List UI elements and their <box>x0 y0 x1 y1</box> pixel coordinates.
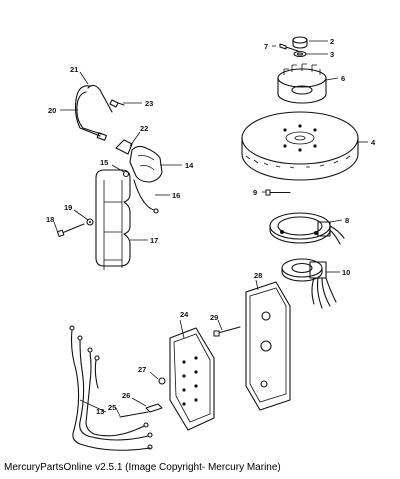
callout-7: 7 <box>264 42 268 51</box>
callout-28: 28 <box>254 271 262 280</box>
callout-23: 23 <box>145 99 153 108</box>
callout-14: 14 <box>185 161 194 170</box>
callout-18: 18 <box>46 215 54 224</box>
callout-13: 13 <box>96 407 104 416</box>
flywheel-nut-assembly <box>279 36 308 58</box>
starter-cup <box>277 63 327 104</box>
callout-4: 4 <box>371 138 376 147</box>
image-caption: MercuryPartsOnline v2.5.1 (Image Copyrig… <box>4 462 281 473</box>
callout-21: 21 <box>70 65 78 74</box>
callout-8: 8 <box>345 216 349 225</box>
wiring-harness <box>69 325 153 451</box>
callout-6: 6 <box>341 74 345 83</box>
callout-labels: 2 3 7 6 4 9 8 10 22 23 21 20 14 15 16 17… <box>46 37 376 416</box>
ignition-coil <box>115 139 163 214</box>
callout-3: 3 <box>330 50 334 59</box>
leader-lines <box>53 40 368 417</box>
stator-ring <box>269 212 345 245</box>
mounting-plate <box>213 281 291 411</box>
callout-22: 22 <box>140 124 148 133</box>
callout-26: 26 <box>122 391 130 400</box>
switch-box <box>119 327 215 431</box>
flywheel <box>241 111 359 181</box>
callout-29: 29 <box>210 313 218 322</box>
exploded-parts-diagram: 2 3 7 6 4 9 8 10 22 23 21 20 14 15 16 17… <box>46 36 376 451</box>
callout-20: 20 <box>48 106 56 115</box>
callout-25: 25 <box>108 403 116 412</box>
stator-screw <box>265 189 291 196</box>
switch-box-bracket <box>56 169 131 270</box>
callout-2: 2 <box>330 37 334 46</box>
callout-9: 9 <box>253 188 257 197</box>
trigger <box>281 258 337 309</box>
callout-24: 24 <box>180 310 189 319</box>
callout-15: 15 <box>100 158 108 167</box>
callout-10: 10 <box>342 268 350 277</box>
callout-16: 16 <box>172 191 180 200</box>
spark-plug-lead <box>74 84 125 141</box>
callout-19: 19 <box>64 203 72 212</box>
callout-27: 27 <box>138 365 146 374</box>
callout-17: 17 <box>150 236 158 245</box>
